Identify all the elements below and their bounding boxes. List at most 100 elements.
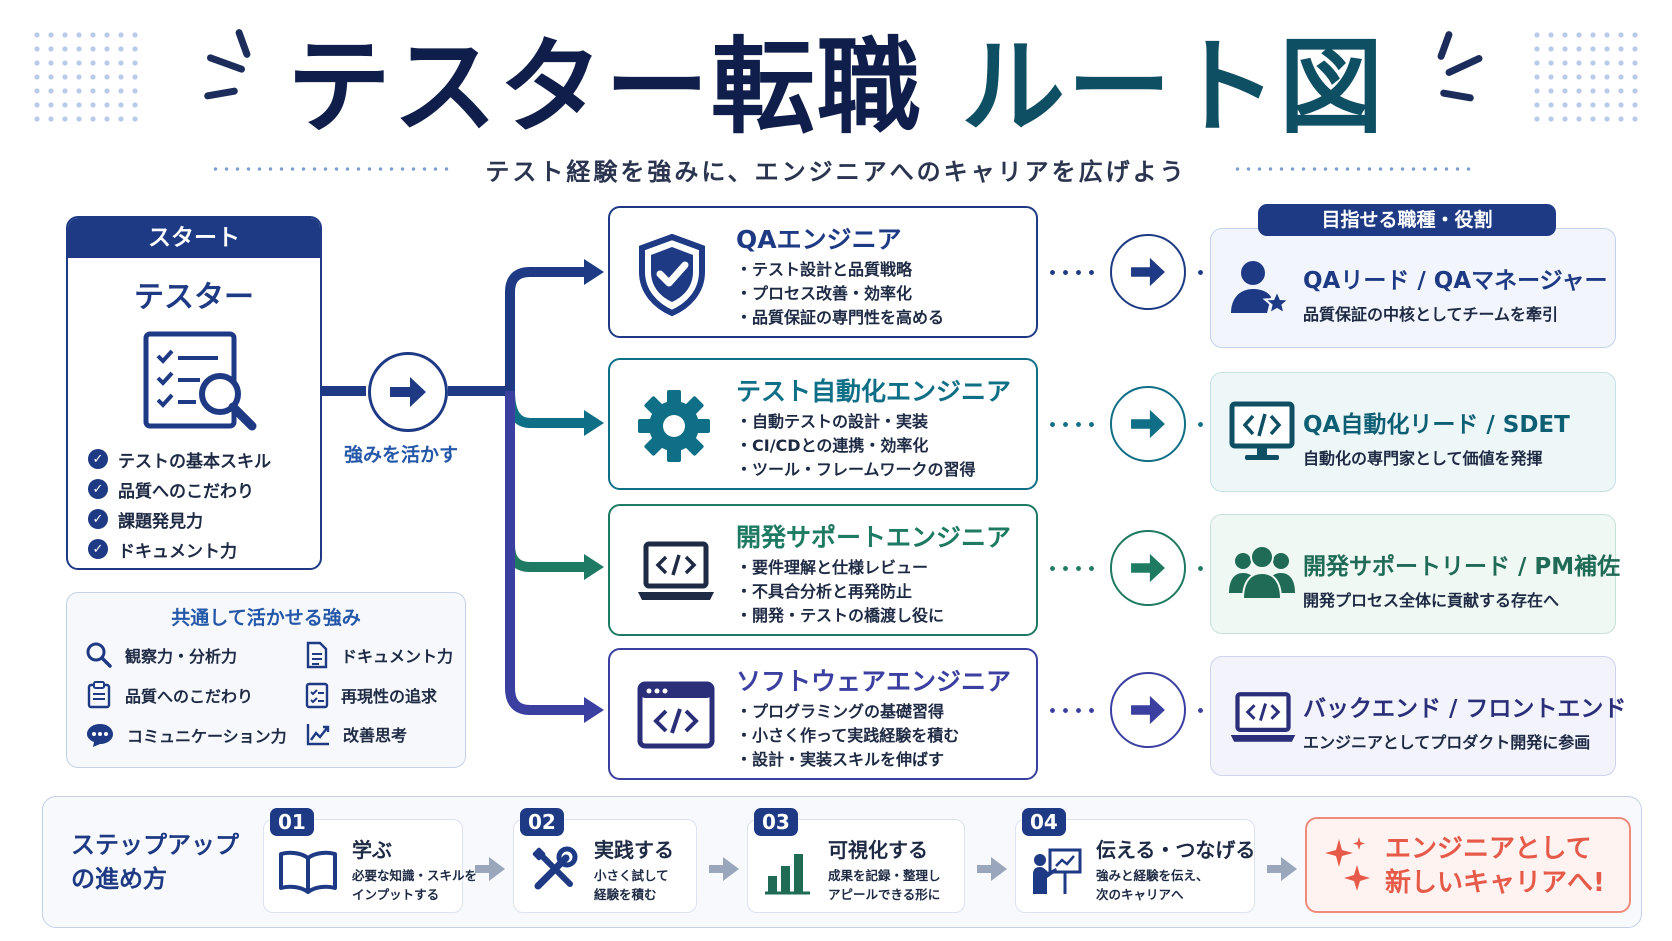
- steps-title-line1: ステップアップ: [71, 831, 239, 859]
- check-icon: ✓: [88, 539, 108, 559]
- user-star-icon: [1231, 261, 1291, 316]
- target-desc: 品質保証の中核としてチームを牽引: [1303, 305, 1559, 324]
- step-name: 伝える・つなげる: [1096, 838, 1256, 862]
- start-skill-label: ドキュメント力: [118, 541, 237, 562]
- clipboard-icon: [87, 681, 111, 709]
- route-bullet-text: 要件理解と仕様レビュー: [752, 558, 929, 577]
- common-item-label: 再現性の追求: [341, 687, 438, 706]
- common-item: 観察力・分析力: [85, 641, 237, 669]
- route-bullet-text: プログラミングの基礎習得: [752, 702, 945, 721]
- common-item: 再現性の追求: [305, 681, 437, 709]
- route-bullet-text: ツール・フレームワークの習得: [752, 460, 976, 479]
- arrow-right-icon: [1131, 409, 1165, 439]
- route-bullet-text: テスト設計と品質戦略: [752, 260, 913, 279]
- route-bullet: ・自動テストの設計・実装: [736, 412, 929, 431]
- route-bullet-text: 自動テストの設計・実装: [752, 412, 929, 431]
- start-skill-label: 課題発見力: [118, 511, 203, 532]
- step-card: 04 伝える・つなげる 強みと経験を伝え、 次のキャリアへ: [1015, 808, 1256, 913]
- bar-chart-icon: [765, 854, 810, 895]
- step-desc: 強みと経験を伝え、 次のキャリアへ: [1096, 866, 1209, 905]
- common-item: 品質へのこだわり: [85, 681, 253, 709]
- step-number: 03: [754, 808, 798, 836]
- step-desc-line: 強みと経験を伝え、: [1096, 868, 1209, 883]
- route-bullet-text: 小さく作って実践経験を積む: [752, 726, 960, 745]
- decor-dots-right: [1530, 28, 1640, 123]
- checklist-magnifier-icon: [143, 331, 257, 431]
- shield-check-icon: [639, 234, 705, 316]
- dot-connector: [1046, 708, 1102, 713]
- start-skill: ✓課題発見力: [88, 504, 271, 534]
- start-arrow-circle: [368, 352, 448, 432]
- target-title: 開発サポートリード / PM補佐: [1303, 554, 1621, 580]
- step-name: 実践する: [594, 838, 674, 862]
- route-title: 開発サポートエンジニア: [736, 523, 1012, 552]
- target-card: QAリード / QAマネージャー 品質保証の中核としてチームを牽引: [1210, 228, 1616, 348]
- targets-label: 目指せる職種・役割: [1258, 204, 1556, 236]
- chat-icon: [87, 724, 113, 747]
- book-icon: [279, 850, 337, 894]
- step-name: 学ぶ: [352, 838, 392, 862]
- step-desc: 成果を記録・整理し アピールできる形に: [828, 866, 941, 905]
- target-card: バックエンド / フロントエンド エンジニアとしてプロダクト開発に参画: [1210, 656, 1626, 776]
- start-skill-list: ✓テストの基本スキル ✓品質へのこだわり ✓課題発見力 ✓ドキュメント力: [88, 444, 271, 564]
- target-title: QA自動化リード / SDET: [1303, 412, 1570, 438]
- step-desc: 必要な知識・スキルを インプットする: [352, 866, 477, 905]
- trend-chart-icon: [306, 724, 330, 746]
- final-goal-text: エンジニアとして 新しいキャリアへ!: [1385, 833, 1605, 901]
- step-desc-line: 成果を記録・整理し: [828, 868, 941, 883]
- start-skill: ✓品質へのこだわり: [88, 474, 271, 504]
- arrow-right-icon: [1131, 553, 1165, 583]
- route-bullet: ・品質保証の専門性を高める: [736, 308, 945, 327]
- start-skill-label: テストの基本スキル: [118, 451, 271, 472]
- target-desc: 自動化の専門家として価値を発揮: [1303, 449, 1543, 468]
- tools-icon: [532, 846, 578, 890]
- route-card-software: ソフトウェアエンジニア ・プログラミングの基礎習得 ・小さく作って実践経験を積む…: [608, 648, 1038, 780]
- check-icon: ✓: [88, 479, 108, 499]
- step-desc-line: 次のキャリアへ: [1096, 887, 1184, 903]
- step-desc-line: アピールできる形に: [828, 887, 941, 903]
- monitor-code-icon: [1229, 401, 1295, 460]
- route-card-qa: QAエンジニア ・テスト設計と品質戦略 ・プロセス改善・効率化 ・品質保証の専門…: [608, 206, 1038, 338]
- step-card: 03 可視化する 成果を記録・整理し アピールできる形に: [747, 808, 965, 913]
- route-bullet: ・ツール・フレームワークの習得: [736, 460, 976, 479]
- step-arrow-icon: [1267, 857, 1297, 881]
- step-number: 04: [1022, 808, 1066, 836]
- target-desc: エンジニアとしてプロダクト開発に参画: [1303, 733, 1591, 752]
- arrow-right-icon: [1131, 257, 1165, 287]
- dot-connector: [1046, 270, 1102, 275]
- route-arrow-circle: [1110, 234, 1186, 310]
- start-header: スタート: [68, 218, 320, 258]
- route-bullets: ・要件理解と仕様レビュー ・不具合分析と再発防止 ・開発・テストの橋渡し役に: [736, 556, 944, 628]
- route-bullet: ・プロセス改善・効率化: [736, 284, 913, 303]
- common-item: ドキュメント力: [305, 641, 453, 669]
- route-bullet-text: 設計・実装スキルを伸ばす: [752, 750, 945, 769]
- target-card: QA自動化リード / SDET 自動化の専門家として価値を発揮: [1210, 372, 1616, 492]
- route-bullet-text: 品質保証の専門性を高める: [752, 308, 945, 327]
- route-bullet: ・開発・テストの橋渡し役に: [736, 606, 945, 625]
- dot-connector: [1046, 566, 1102, 571]
- subtitle-dots-right: [1232, 167, 1472, 171]
- laptop-code-icon: [1230, 692, 1296, 742]
- step-number: 01: [270, 808, 314, 836]
- common-item-label: 改善思考: [343, 726, 408, 745]
- team-icon: [1229, 545, 1295, 600]
- route-arrow-circle: [1110, 386, 1186, 462]
- check-icon: ✓: [88, 449, 108, 469]
- step-arrow-icon: [977, 857, 1007, 881]
- route-arrow-circle: [1110, 672, 1186, 748]
- route-arrow-circle: [1110, 530, 1186, 606]
- final-goal-line2: 新しいキャリアへ!: [1385, 867, 1605, 898]
- search-icon: [86, 642, 112, 668]
- target-title: QAリード / QAマネージャー: [1303, 268, 1608, 294]
- final-goal-card: エンジニアとして 新しいキャリアへ!: [1305, 817, 1631, 913]
- step-arrow-icon: [709, 857, 739, 881]
- gear-icon: [638, 390, 710, 462]
- route-bullets: ・テスト設計と品質戦略 ・プロセス改善・効率化 ・品質保証の専門性を高める: [736, 258, 944, 330]
- page-title: テスター転職 ルート図: [0, 30, 1672, 144]
- step-desc-line: 必要な知識・スキルを: [352, 868, 478, 883]
- common-item-label: 観察力・分析力: [125, 647, 238, 666]
- route-bullets: ・自動テストの設計・実装 ・CI/CDとの連携・効率化 ・ツール・フレームワーク…: [736, 410, 976, 482]
- route-bullet-text: 不具合分析と再発防止: [752, 582, 913, 601]
- route-title: ソフトウェアエンジニア: [736, 667, 1012, 696]
